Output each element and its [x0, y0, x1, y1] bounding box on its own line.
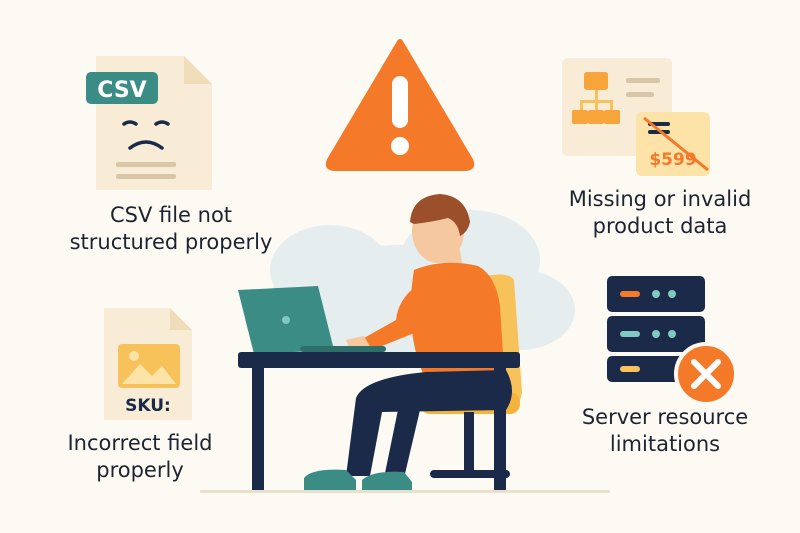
caption-csv-line2: structured properly	[69, 230, 273, 254]
error-x-icon	[674, 342, 738, 406]
csv-document-icon	[86, 56, 212, 190]
caption-field-line2: properly	[96, 458, 184, 482]
caption-product: Missing or invalid product data	[540, 186, 780, 240]
caption-csv: CSV file not structured properly	[56, 202, 286, 256]
warning-icon	[325, 39, 475, 171]
caption-product-line1: Missing or invalid	[568, 187, 752, 211]
caption-csv-line1: CSV file not	[109, 203, 233, 227]
image-icon	[118, 344, 180, 388]
caption-server: Server resource limitations	[560, 404, 770, 458]
caption-product-line2: product data	[592, 214, 728, 238]
sku-tag-label: SKU:	[125, 396, 171, 416]
caption-server-line2: limitations	[609, 432, 721, 456]
sku-document-icon	[104, 308, 192, 420]
floor-line	[200, 490, 610, 493]
csv-badge-label: CSV	[97, 78, 146, 103]
desk	[238, 352, 520, 492]
server-icon	[607, 276, 738, 406]
laptop-icon	[238, 286, 386, 354]
product-data-icon	[562, 58, 710, 176]
caption-server-line1: Server resource	[581, 405, 749, 429]
sad-face-icon	[122, 120, 170, 150]
hierarchy-icon	[572, 72, 620, 124]
person	[304, 194, 512, 492]
caption-field-line1: Incorrect field	[67, 431, 213, 455]
caption-field: Incorrect field properly	[50, 430, 230, 484]
price-label: $599	[649, 150, 696, 170]
